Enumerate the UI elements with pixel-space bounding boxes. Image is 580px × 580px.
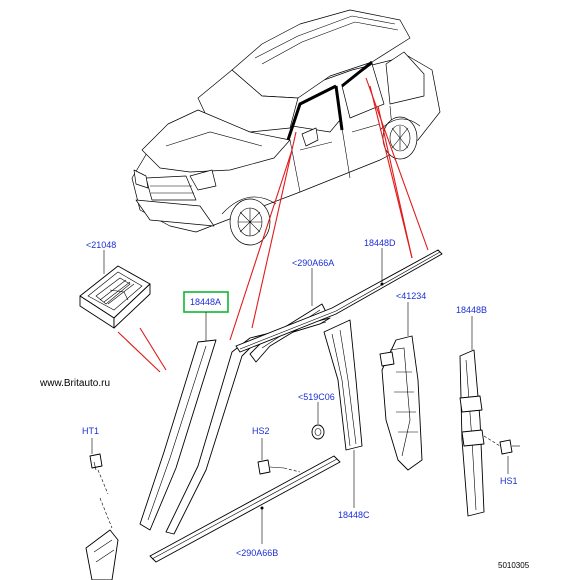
part-18448C: 18448C — [323, 319, 370, 520]
part-519C06: <519C06 — [298, 392, 335, 440]
part-290A66A: <290A66A — [249, 258, 334, 363]
label-HT1: HT1 — [82, 426, 99, 436]
label-HS2: HS2 — [252, 426, 270, 436]
part-21048: <21048 — [79, 240, 151, 329]
part-frame-seal — [165, 317, 331, 535]
fastener-HT1: HT1 — [82, 426, 109, 495]
label-290A66B: <290A66B — [236, 548, 278, 558]
part-290A66B: <290A66B — [149, 455, 341, 563]
website-text: www.Britauto.ru — [39, 378, 110, 389]
label-18448C: 18448C — [338, 510, 370, 520]
label-290A66A: <290A66A — [292, 258, 334, 268]
fastener-HS2: HS2 — [252, 426, 301, 475]
pointer-lines — [117, 77, 429, 373]
part-18448B: 18448B — [456, 305, 487, 517]
label-18448A: 18448A — [190, 297, 221, 307]
part-pillar-base — [85, 497, 119, 580]
part-18448A: 18448A — [139, 291, 229, 531]
label-41234: <41234 — [396, 291, 426, 301]
label-HS1: HS1 — [500, 476, 518, 486]
part-41234: <41234 — [379, 291, 426, 471]
part-18448D: 18448D — [235, 238, 443, 353]
fastener-HS1: HS1 — [483, 435, 520, 486]
diagram-code: 5010305 — [498, 561, 530, 570]
label-18448D: 18448D — [364, 238, 396, 248]
vehicle-illustration — [131, 9, 441, 246]
label-18448B: 18448B — [456, 305, 487, 315]
label-519C06: <519C06 — [298, 392, 335, 402]
label-21048: <21048 — [86, 240, 116, 250]
